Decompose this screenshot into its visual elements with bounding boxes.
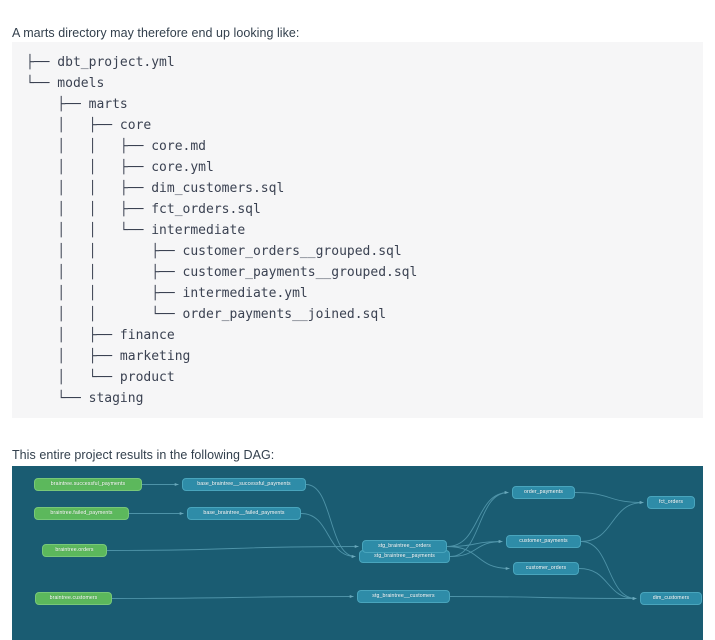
dag-node-order-payments[interactable]: order_payments — [512, 486, 575, 499]
dag-node-stg-braintree--customers[interactable]: stg_braintree__customers — [357, 590, 450, 603]
dag-edge — [305, 484, 356, 559]
intro-paragraph: A marts directory may therefore end up l… — [12, 25, 300, 40]
dag-edge — [449, 596, 637, 601]
dag-node-fct-orders[interactable]: fct_orders — [647, 496, 695, 509]
dag-edge — [106, 544, 359, 551]
dag-edge — [580, 500, 644, 542]
dag-node-customer-payments[interactable]: customer_payments — [506, 535, 581, 548]
dag-edge-layer — [106, 482, 644, 601]
dag-node-base-braintree--failed-payments[interactable]: base_braintree__failed_payments — [187, 507, 301, 520]
dag-edge — [446, 539, 503, 547]
dag-node-braintree-customers[interactable]: braintree.customers — [35, 592, 112, 605]
directory-tree-code-block: ├── dbt_project.yml └── models ├── marts… — [12, 42, 703, 418]
dag-node-dim-customers[interactable]: dim_customers — [640, 592, 702, 605]
dag-edge — [574, 492, 644, 505]
dag-node-braintree-failed-payments[interactable]: braintree.failed_payments — [34, 507, 129, 520]
dag-node-braintree-orders[interactable]: braintree.orders — [42, 544, 107, 557]
dag-edge — [578, 568, 637, 601]
dag-edge — [580, 541, 637, 601]
dag-caption-paragraph: This entire project results in the follo… — [12, 447, 275, 462]
dag-node-customer-orders[interactable]: customer_orders — [513, 562, 579, 575]
dag-node-stg-braintree--orders[interactable]: stg_braintree__orders — [362, 540, 447, 553]
directory-tree-text: ├── dbt_project.yml └── models ├── marts… — [26, 55, 418, 406]
dag-edge — [449, 490, 509, 557]
dag-edge — [446, 490, 509, 547]
dag-panel[interactable]: braintree.successful_payments braintree.f… — [12, 466, 703, 640]
dag-edge — [446, 546, 510, 571]
dag-node-base-braintree--successful-payments[interactable]: base_braintree__successful_payments — [182, 478, 306, 491]
dag-edge — [300, 513, 356, 559]
dag-edge — [111, 594, 354, 599]
dag-node-braintree-successful-payments[interactable]: braintree.successful_payments — [34, 478, 142, 491]
